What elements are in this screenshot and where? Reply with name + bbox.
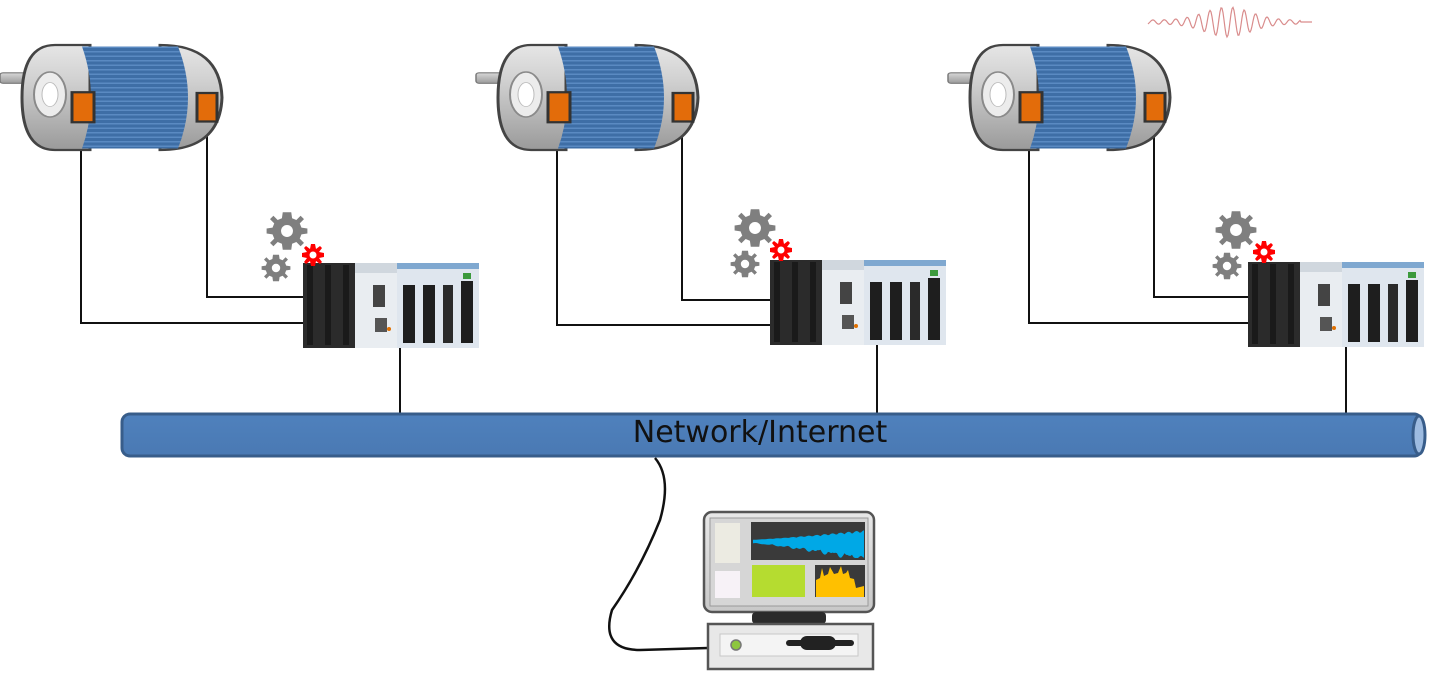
controller-1 <box>261 212 479 348</box>
workstation-cable <box>607 457 709 652</box>
gear-icon <box>266 212 308 250</box>
workstation <box>702 510 876 671</box>
network-pipe <box>120 412 1427 458</box>
motor-icon <box>474 43 700 152</box>
motor-icon <box>0 43 224 152</box>
gear-icon <box>1212 252 1242 280</box>
motor-3-wiring <box>1028 122 1250 324</box>
motor-2-wiring <box>556 122 772 326</box>
controller-icon <box>1248 262 1424 347</box>
motor-1 <box>0 43 224 152</box>
controller-network-links <box>399 345 1347 414</box>
gear-icon <box>730 250 760 278</box>
controller-icon <box>770 260 946 345</box>
computer-icon <box>702 510 876 671</box>
controller-3 <box>1212 211 1424 347</box>
controller-icon <box>303 263 479 348</box>
network-label: Network/Internet <box>632 415 888 450</box>
alert-gear-icon <box>1253 241 1275 263</box>
alert-gear-icon <box>302 244 324 266</box>
motor-3 <box>946 43 1172 152</box>
alert-gear-icon <box>770 239 792 261</box>
vibration-waveform-icon <box>1147 6 1312 39</box>
gear-icon <box>261 254 291 282</box>
gear-icon <box>734 209 776 247</box>
motor-2 <box>474 43 700 152</box>
motor-1-wiring <box>80 122 305 324</box>
gear-icon <box>1215 211 1257 249</box>
motor-icon <box>946 43 1172 152</box>
